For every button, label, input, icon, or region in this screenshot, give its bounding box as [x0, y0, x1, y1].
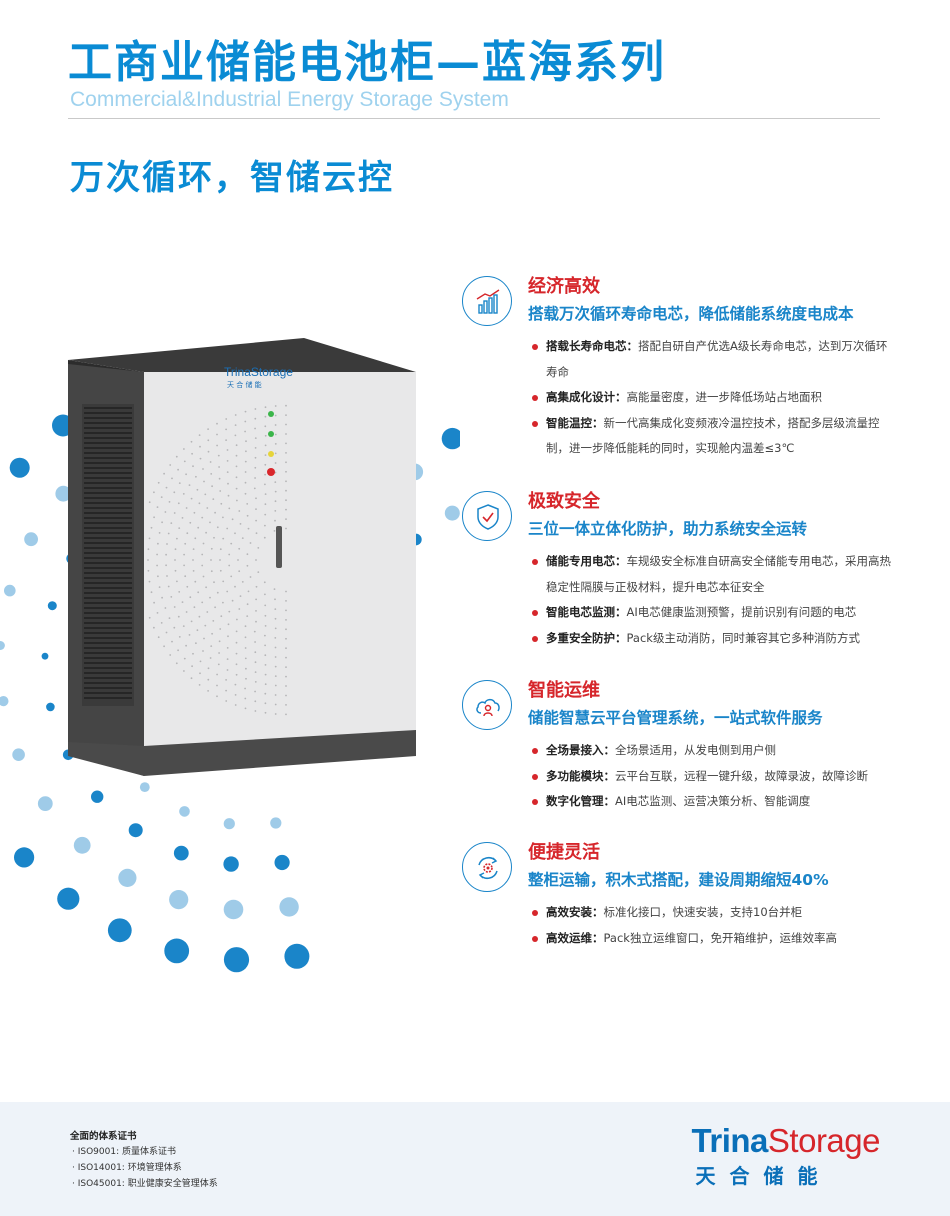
cert-item: · ISO14001: 环境管理体系 — [72, 1163, 182, 1173]
decor-dot — [12, 748, 25, 761]
decor-dot — [173, 845, 189, 861]
trina-storage-logo: TrinaStorage 天合储能 — [691, 1122, 881, 1189]
feature-points: 全场景接入：全场景适用，从发电侧到用户侧 多功能模块：云平台互联，远程一键升级，… — [532, 738, 892, 815]
list-item: 高效运维：Pack独立运维窗口，免开箱维护，运维效率高 — [532, 926, 892, 952]
shield-check-icon — [462, 491, 512, 541]
decor-dot — [46, 702, 55, 712]
feature-subtitle: 储能智慧云平台管理系统，一站式软件服务 — [528, 709, 823, 727]
feature-title: 极致安全 — [528, 491, 600, 512]
list-item: 数字化管理：AI电芯监测、运营决策分析、智能调度 — [532, 789, 892, 815]
decor-dot — [279, 897, 299, 917]
status-led — [268, 411, 274, 417]
decor-dot — [444, 505, 460, 521]
decor-dot — [55, 485, 72, 502]
cert-item: · ISO45001: 职业健康安全管理体系 — [72, 1179, 218, 1189]
cert-heading: 全面的体系证书 — [70, 1131, 137, 1142]
feature-points: 高效安装：标准化接口，快速安装，支持10台并柜 高效运维：Pack独立运维窗口，… — [532, 900, 892, 951]
page-subtitle: Commercial&Industrial Energy Storage Sys… — [70, 88, 509, 111]
feature-title: 经济高效 — [528, 276, 600, 297]
feature-points: 储能专用电芯：车规级安全标准自研高安全储能专用电芯，采用高热稳定性隔膜与正极材料… — [532, 549, 892, 651]
decor-dot — [118, 868, 137, 887]
feature-points: 搭载长寿命电芯：搭配自研自产优选A级长寿命电芯，达到万次循环寿命 高集成化设计：… — [532, 334, 892, 462]
cabinet-brand-cn: 天 合 储 能 — [227, 380, 262, 389]
cabinet-brand-en: TrinaStorage — [224, 365, 293, 379]
decor-dot — [0, 696, 9, 707]
decor-dot — [57, 887, 80, 910]
footer: 全面的体系证书 · ISO9001: 质量体系证书 · ISO14001: 环境… — [0, 1102, 950, 1216]
page-title: 工商业储能电池柜—蓝海系列 — [68, 26, 666, 90]
decor-dot — [169, 890, 189, 910]
status-led — [268, 451, 274, 457]
list-item: 高集成化设计：高能量密度，进一步降低场站占地面积 — [532, 385, 892, 411]
feature-title: 便捷灵活 — [528, 842, 600, 863]
decor-dot — [128, 823, 143, 838]
decor-dot — [139, 782, 150, 792]
decor-dot — [4, 584, 16, 597]
battery-cabinet-image: TrinaStorage 天 合 储 能 — [68, 338, 416, 776]
title-main: 工商业储能电池柜 — [68, 37, 436, 88]
list-item: 多重安全防护：Pack级主动消防，同时兼容其它多种消防方式 — [532, 626, 892, 652]
decor-dot — [441, 427, 460, 450]
cert-list: · ISO9001: 质量体系证书 · ISO14001: 环境管理体系 · I… — [72, 1144, 218, 1192]
decor-dot — [9, 457, 30, 478]
cloud-user-icon — [462, 680, 512, 730]
decor-dot — [41, 652, 49, 660]
list-item: 储能专用电芯：车规级安全标准自研高安全储能专用电芯，采用高热稳定性隔膜与正极材料… — [532, 549, 892, 600]
decor-dot — [37, 796, 53, 811]
decor-dot — [223, 947, 250, 973]
title-series: —蓝海系列 — [436, 37, 666, 88]
title-divider — [68, 118, 880, 119]
feature-title: 智能运维 — [528, 680, 600, 701]
decor-dot — [14, 847, 35, 868]
list-item: 全场景接入：全场景适用，从发电侧到用户侧 — [532, 738, 892, 764]
decor-dot — [164, 938, 190, 964]
list-item: 高效安装：标准化接口，快速安装，支持10台并柜 — [532, 900, 892, 926]
cert-item: · ISO9001: 质量体系证书 — [72, 1147, 176, 1157]
decor-dot — [284, 943, 310, 969]
bar-chart-icon — [462, 276, 512, 326]
slogan: 万次循环，智储云控 — [70, 158, 394, 198]
decor-dot — [274, 854, 290, 871]
decor-dot — [223, 856, 239, 872]
vent-grille — [82, 404, 134, 706]
decor-dot — [24, 532, 38, 547]
door-handle — [276, 526, 282, 568]
decor-dot — [223, 818, 235, 830]
gear-cycle-icon — [462, 842, 512, 892]
decor-dot — [0, 641, 5, 650]
decor-dot — [91, 790, 104, 803]
list-item: 搭载长寿命电芯：搭配自研自产优选A级长寿命电芯，达到万次循环寿命 — [532, 334, 892, 385]
decor-dot — [47, 601, 57, 611]
feature-subtitle: 整柜运输，积木式搭配，建设周期缩短40% — [528, 871, 829, 889]
decor-dot — [107, 918, 132, 943]
decor-dot — [179, 806, 190, 817]
decor-dot — [270, 817, 282, 829]
decor-dot — [73, 836, 91, 854]
feature-subtitle: 搭载万次循环寿命电芯，降低储能系统度电成本 — [528, 305, 854, 323]
list-item: 智能电芯监测：AI电芯健康监测预警，提前识别有问题的电芯 — [532, 600, 892, 626]
list-item: 智能温控：新一代高集成化变频液冷温控技术，搭配多层级流量控制，进一步降低能耗的同… — [532, 411, 892, 462]
feature-subtitle: 三位一体立体化防护，助力系统安全运转 — [528, 520, 808, 538]
decor-dot — [223, 899, 244, 920]
emergency-stop-button — [267, 468, 275, 476]
list-item: 多功能模块：云平台互联，远程一键升级，故障录波，故障诊断 — [532, 764, 892, 790]
status-led — [268, 431, 274, 437]
